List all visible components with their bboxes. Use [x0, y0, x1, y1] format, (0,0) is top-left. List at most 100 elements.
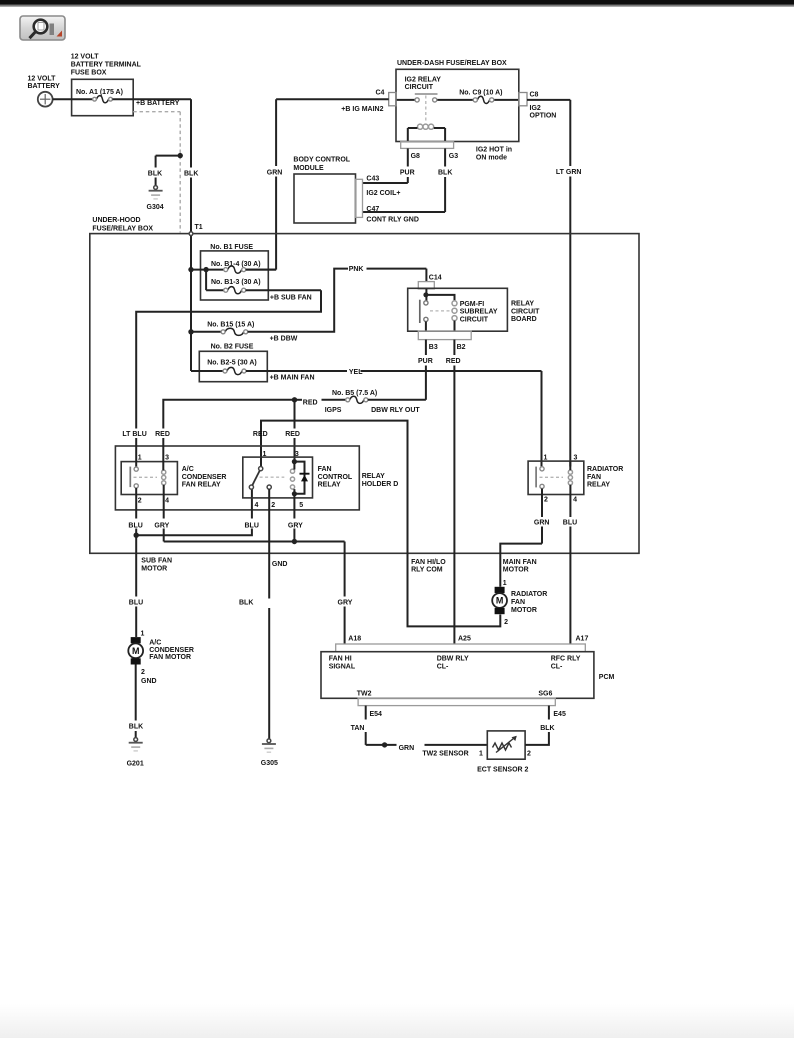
svg-text:4: 4 — [165, 497, 169, 504]
svg-text:4: 4 — [255, 502, 259, 509]
svg-text:12 VOLT: 12 VOLT — [71, 54, 100, 61]
svg-text:GND: GND — [272, 561, 288, 568]
svg-text:MOTOR: MOTOR — [503, 566, 529, 573]
svg-text:MODULE: MODULE — [293, 165, 324, 172]
svg-text:G8: G8 — [411, 153, 420, 160]
svg-text:B2: B2 — [457, 344, 466, 351]
svg-text:RED: RED — [155, 431, 170, 438]
svg-text:1: 1 — [503, 580, 507, 587]
svg-text:RELAY: RELAY — [318, 482, 341, 489]
svg-text:GRY: GRY — [288, 523, 303, 530]
svg-text:CL-: CL- — [437, 663, 449, 670]
svg-text:2: 2 — [138, 497, 142, 504]
svg-text:ECT SENSOR 2: ECT SENSOR 2 — [477, 767, 528, 774]
svg-text:GND: GND — [141, 678, 157, 685]
svg-text:BATTERY: BATTERY — [28, 83, 61, 90]
svg-text:PUR: PUR — [400, 170, 415, 177]
svg-text:No. B2-5 (30 A): No. B2-5 (30 A) — [207, 359, 257, 366]
svg-text:E54: E54 — [370, 711, 383, 718]
svg-text:PUR: PUR — [418, 358, 433, 365]
svg-text:FAN HI/LO: FAN HI/LO — [411, 559, 446, 566]
svg-text:LT GRN: LT GRN — [556, 169, 582, 176]
svg-text:TW2 SENSOR: TW2 SENSOR — [422, 750, 468, 757]
svg-text:2: 2 — [141, 669, 145, 676]
svg-text:IG2: IG2 — [530, 105, 541, 112]
svg-text:FAN: FAN — [511, 599, 525, 606]
svg-text:4: 4 — [573, 497, 577, 504]
svg-text:T1: T1 — [195, 224, 203, 231]
svg-text:RED: RED — [303, 399, 318, 406]
svg-text:No. B5 (7.5 A): No. B5 (7.5 A) — [332, 390, 377, 397]
svg-text:FUSE/RELAY BOX: FUSE/RELAY BOX — [92, 225, 153, 232]
svg-text:M: M — [496, 596, 504, 606]
svg-text:12 VOLT: 12 VOLT — [28, 75, 57, 82]
svg-text:GRN: GRN — [534, 520, 550, 527]
svg-text:SIGNAL: SIGNAL — [329, 663, 356, 670]
svg-text:TAN: TAN — [351, 725, 365, 732]
svg-text:No. C9 (10 A): No. C9 (10 A) — [459, 89, 502, 96]
svg-text:C47: C47 — [366, 206, 379, 213]
svg-text:IG2 RELAY: IG2 RELAY — [405, 76, 442, 83]
svg-text:YEL: YEL — [349, 369, 363, 376]
svg-text:BLK: BLK — [540, 725, 554, 732]
svg-text:E45: E45 — [553, 711, 566, 718]
svg-text:C8: C8 — [530, 91, 539, 98]
svg-text:MOTOR: MOTOR — [511, 607, 537, 614]
svg-text:No. B1 FUSE: No. B1 FUSE — [210, 244, 253, 251]
svg-text:2: 2 — [504, 619, 508, 626]
svg-text:OPTION: OPTION — [530, 112, 557, 119]
svg-text:1: 1 — [544, 454, 548, 461]
svg-text:MOTOR: MOTOR — [141, 565, 167, 572]
svg-text:BLK: BLK — [148, 170, 162, 177]
svg-text:B3: B3 — [429, 344, 438, 351]
svg-text:RED: RED — [253, 431, 268, 438]
svg-text:ON mode: ON mode — [476, 155, 507, 162]
svg-text:BLK: BLK — [239, 600, 253, 607]
svg-text:DBW RLY OUT: DBW RLY OUT — [371, 407, 420, 414]
svg-text:FAN: FAN — [318, 466, 332, 473]
svg-text:CIRCUIT: CIRCUIT — [405, 84, 434, 91]
svg-text:3: 3 — [295, 451, 299, 458]
svg-text:No. B15 (15 A): No. B15 (15 A) — [207, 321, 254, 328]
svg-text:+B MAIN FAN: +B MAIN FAN — [270, 375, 315, 382]
svg-text:+B IG MAIN2: +B IG MAIN2 — [341, 106, 383, 113]
svg-text:BLK: BLK — [438, 170, 452, 177]
svg-text:CIRCUIT: CIRCUIT — [460, 317, 489, 324]
svg-text:2: 2 — [527, 751, 531, 758]
svg-text:BODY CONTROL: BODY CONTROL — [293, 157, 350, 164]
svg-text:LT BLU: LT BLU — [122, 431, 146, 438]
svg-text:BLU: BLU — [563, 520, 577, 527]
svg-text:RLY COM: RLY COM — [411, 566, 443, 573]
svg-text:CONDENSER: CONDENSER — [182, 474, 227, 481]
svg-text:BLK: BLK — [184, 170, 198, 177]
svg-text:FAN: FAN — [587, 474, 601, 481]
svg-text:G3: G3 — [449, 153, 458, 160]
svg-text:RELAY: RELAY — [587, 482, 610, 489]
svg-text:+B BATTERY: +B BATTERY — [136, 100, 180, 107]
svg-text:C14: C14 — [429, 275, 442, 282]
svg-text:G304: G304 — [147, 204, 164, 211]
svg-text:GRN: GRN — [399, 745, 415, 752]
svg-text:1: 1 — [141, 631, 145, 638]
svg-text:FUSE BOX: FUSE BOX — [71, 69, 107, 76]
svg-text:3: 3 — [165, 454, 169, 461]
svg-text:RELAY: RELAY — [511, 301, 534, 308]
svg-text:CONTROL: CONTROL — [318, 474, 353, 481]
svg-text:5: 5 — [299, 502, 303, 509]
svg-text:RADIATOR: RADIATOR — [511, 591, 547, 598]
svg-text:G201: G201 — [127, 761, 144, 768]
svg-text:3: 3 — [574, 454, 578, 461]
svg-text:DBW RLY: DBW RLY — [437, 656, 469, 663]
svg-text:RELAY: RELAY — [362, 473, 385, 480]
svg-text:A18: A18 — [348, 635, 361, 642]
svg-text:RFC RLY: RFC RLY — [551, 656, 581, 663]
svg-text:CONDENSER: CONDENSER — [149, 647, 194, 654]
svg-text:FAN MOTOR: FAN MOTOR — [149, 654, 191, 661]
svg-text:A25: A25 — [458, 635, 471, 642]
svg-text:A/C: A/C — [182, 466, 194, 473]
svg-text:+B SUB FAN: +B SUB FAN — [270, 294, 312, 301]
svg-text:IGPS: IGPS — [325, 407, 342, 414]
svg-text:M: M — [132, 646, 140, 656]
svg-text:CIRCUIT: CIRCUIT — [511, 308, 540, 315]
svg-text:+B DBW: +B DBW — [270, 335, 298, 342]
